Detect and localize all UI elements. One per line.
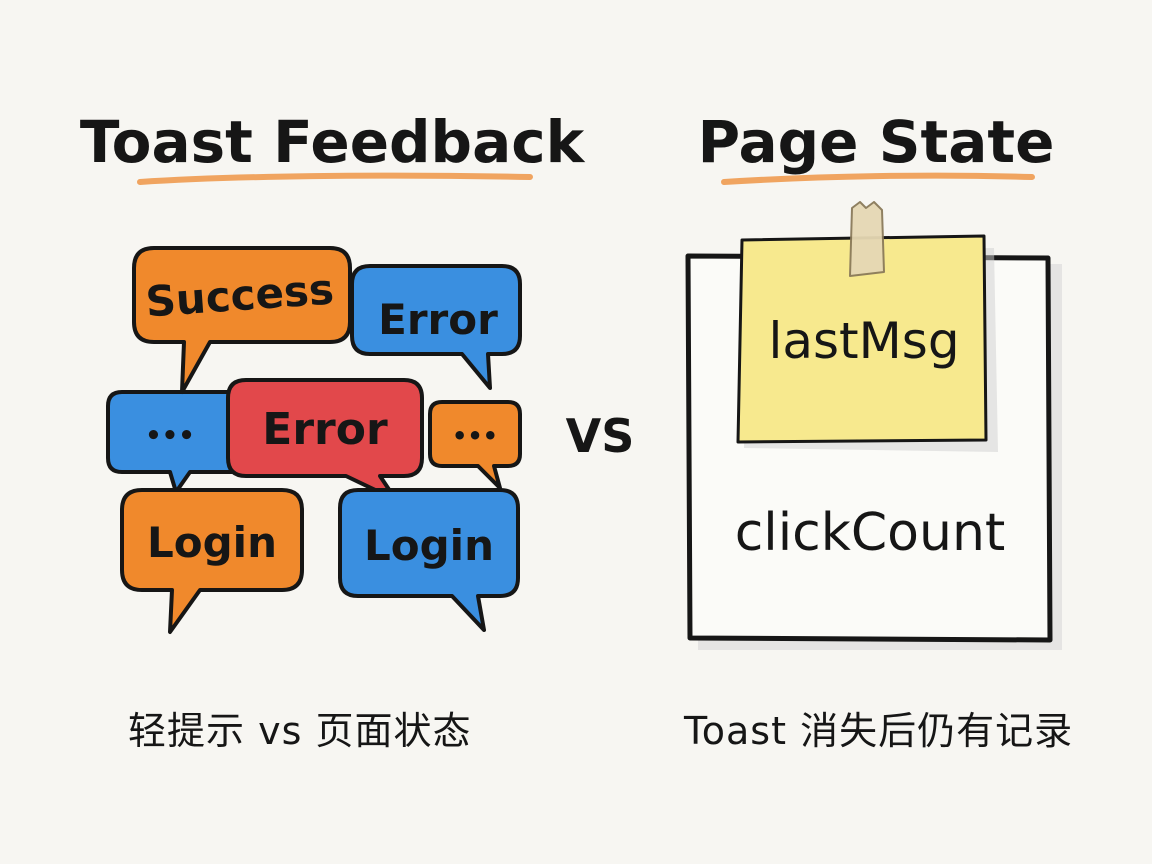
sticky-note: lastMsg [736, 234, 998, 452]
bubble-label: Error [378, 295, 498, 344]
bubble-label: Error [262, 404, 388, 455]
right-panel-title: Page State [698, 108, 1055, 176]
tape-icon [849, 201, 885, 277]
sticky-note-paper [736, 234, 988, 444]
left-title-underline [137, 172, 533, 185]
bubble-shape [132, 246, 352, 394]
bubble-shape [428, 400, 522, 490]
toast-bubble-error-red: Error [226, 378, 424, 502]
bubble-label: ••• [145, 421, 195, 451]
bubble-label: Login [147, 518, 277, 567]
toast-bubble-login-blue: Login [338, 488, 520, 632]
right-caption: Toast 消失后仍有记录 [684, 709, 1074, 753]
toast-bubble-login-orange: Login [120, 488, 304, 634]
vs-label: VS [566, 409, 635, 463]
bubble-label: Login [364, 521, 494, 570]
bubble-shape [350, 264, 522, 390]
toast-bubble-success: Success [132, 246, 352, 394]
toast-bubble-dots-blue: ••• [106, 390, 248, 494]
right-title-underline [721, 172, 1035, 185]
toast-bubble-error-blue: Error [350, 264, 522, 390]
toast-bubble-dots-orange: ••• [428, 400, 522, 490]
click-count-label: clickCount [735, 503, 1006, 563]
bubble-label: ••• [452, 422, 498, 450]
bubble-shape [338, 488, 520, 632]
bubble-shape [120, 488, 304, 634]
left-caption: 轻提示 vs 页面状态 [128, 709, 472, 753]
sticky-note-label: lastMsg [768, 312, 959, 370]
left-panel-title: Toast Feedback [80, 108, 586, 176]
